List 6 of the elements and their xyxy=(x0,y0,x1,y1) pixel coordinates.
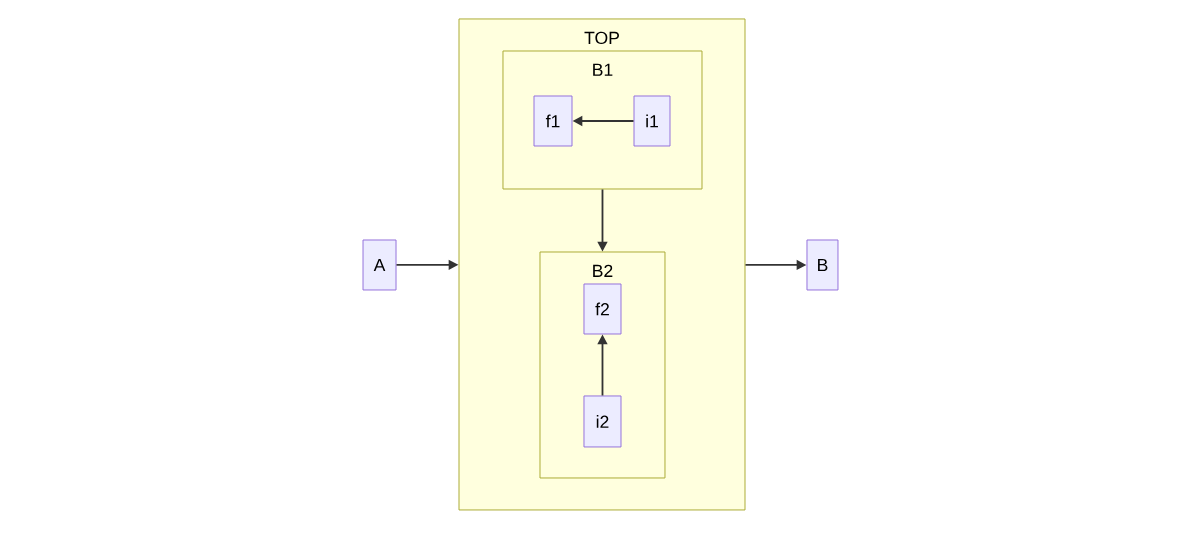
node-box: i1 xyxy=(633,95,671,147)
node-box: f1 xyxy=(533,95,573,147)
node-box: A xyxy=(362,239,397,291)
node-box: B xyxy=(806,239,839,291)
node-box: i2 xyxy=(583,395,622,448)
node-box: f2 xyxy=(583,283,622,335)
